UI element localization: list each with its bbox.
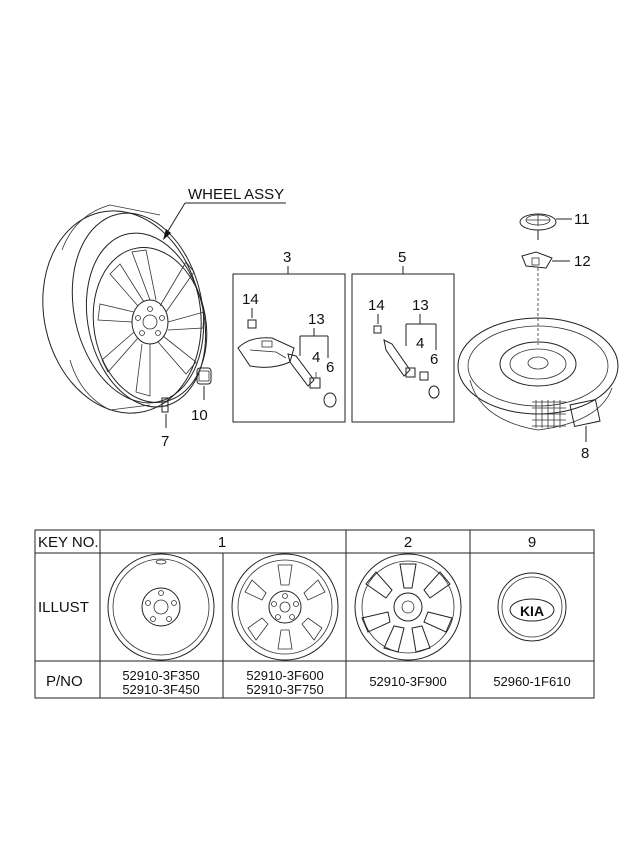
center-cap-illustration: KIA xyxy=(497,572,567,642)
table-key-9: 9 xyxy=(528,534,536,551)
table-pno-1a: 52910-3F350 xyxy=(122,668,199,683)
alloy-wheel-illustration xyxy=(354,553,462,661)
spare-bracket-illustration xyxy=(521,251,553,269)
table-pno-1b: 52910-3F450 xyxy=(122,682,199,697)
tpms-box-1 xyxy=(232,273,346,423)
kia-logo-text: KIA xyxy=(520,603,544,619)
wheel-assembly-illustration xyxy=(42,204,208,414)
table-pno-1c: 52910-3F600 xyxy=(246,668,323,683)
callout-14-box1: 14 xyxy=(242,291,259,308)
callout-5: 5 xyxy=(398,249,406,266)
callout-10: 10 xyxy=(191,407,208,424)
callout-13-box1: 13 xyxy=(308,311,325,328)
callout-6-box1: 6 xyxy=(326,359,334,376)
callout-8: 8 xyxy=(581,445,589,462)
callout-4-box1: 4 xyxy=(312,349,320,366)
callout-11: 11 xyxy=(574,211,590,228)
callout-3: 3 xyxy=(283,249,291,266)
lug-nut-illustration xyxy=(196,367,212,385)
table-key-1: 1 xyxy=(218,534,226,551)
callout-4-box2: 4 xyxy=(416,335,424,352)
spare-carrier-cap-illustration xyxy=(519,213,557,240)
table-header-key-no: KEY NO. xyxy=(38,534,99,551)
table-header-illust: ILLUST xyxy=(38,599,89,616)
tpms-box-2 xyxy=(351,273,455,423)
kia-logo-oval xyxy=(509,598,555,622)
tpms-sensor-illustration-1 xyxy=(237,337,321,389)
callout-14-box2: 14 xyxy=(368,297,385,314)
table-pno-9: 52960-1F610 xyxy=(493,674,570,689)
valve-kit-illustration xyxy=(383,339,429,381)
callout-7: 7 xyxy=(161,433,169,450)
callout-12: 12 xyxy=(574,253,591,270)
table-pno-1d: 52910-3F750 xyxy=(246,682,323,697)
table-header-pno: P/NO xyxy=(46,673,83,690)
steel-wheel-illustration xyxy=(107,553,215,661)
callout-13-box2: 13 xyxy=(412,297,429,314)
table-key-2: 2 xyxy=(404,534,412,551)
wheel-assy-label: WHEEL ASSY xyxy=(188,186,284,203)
valve-stem-illustration xyxy=(161,397,169,413)
callout-6-box2: 6 xyxy=(430,351,438,368)
wheel-cover-illustration xyxy=(231,553,339,661)
parts-table: KEY NO. ILLUST P/NO 1 2 9 52910-3F350 52… xyxy=(34,529,595,699)
table-pno-2: 52910-3F900 xyxy=(369,674,446,689)
